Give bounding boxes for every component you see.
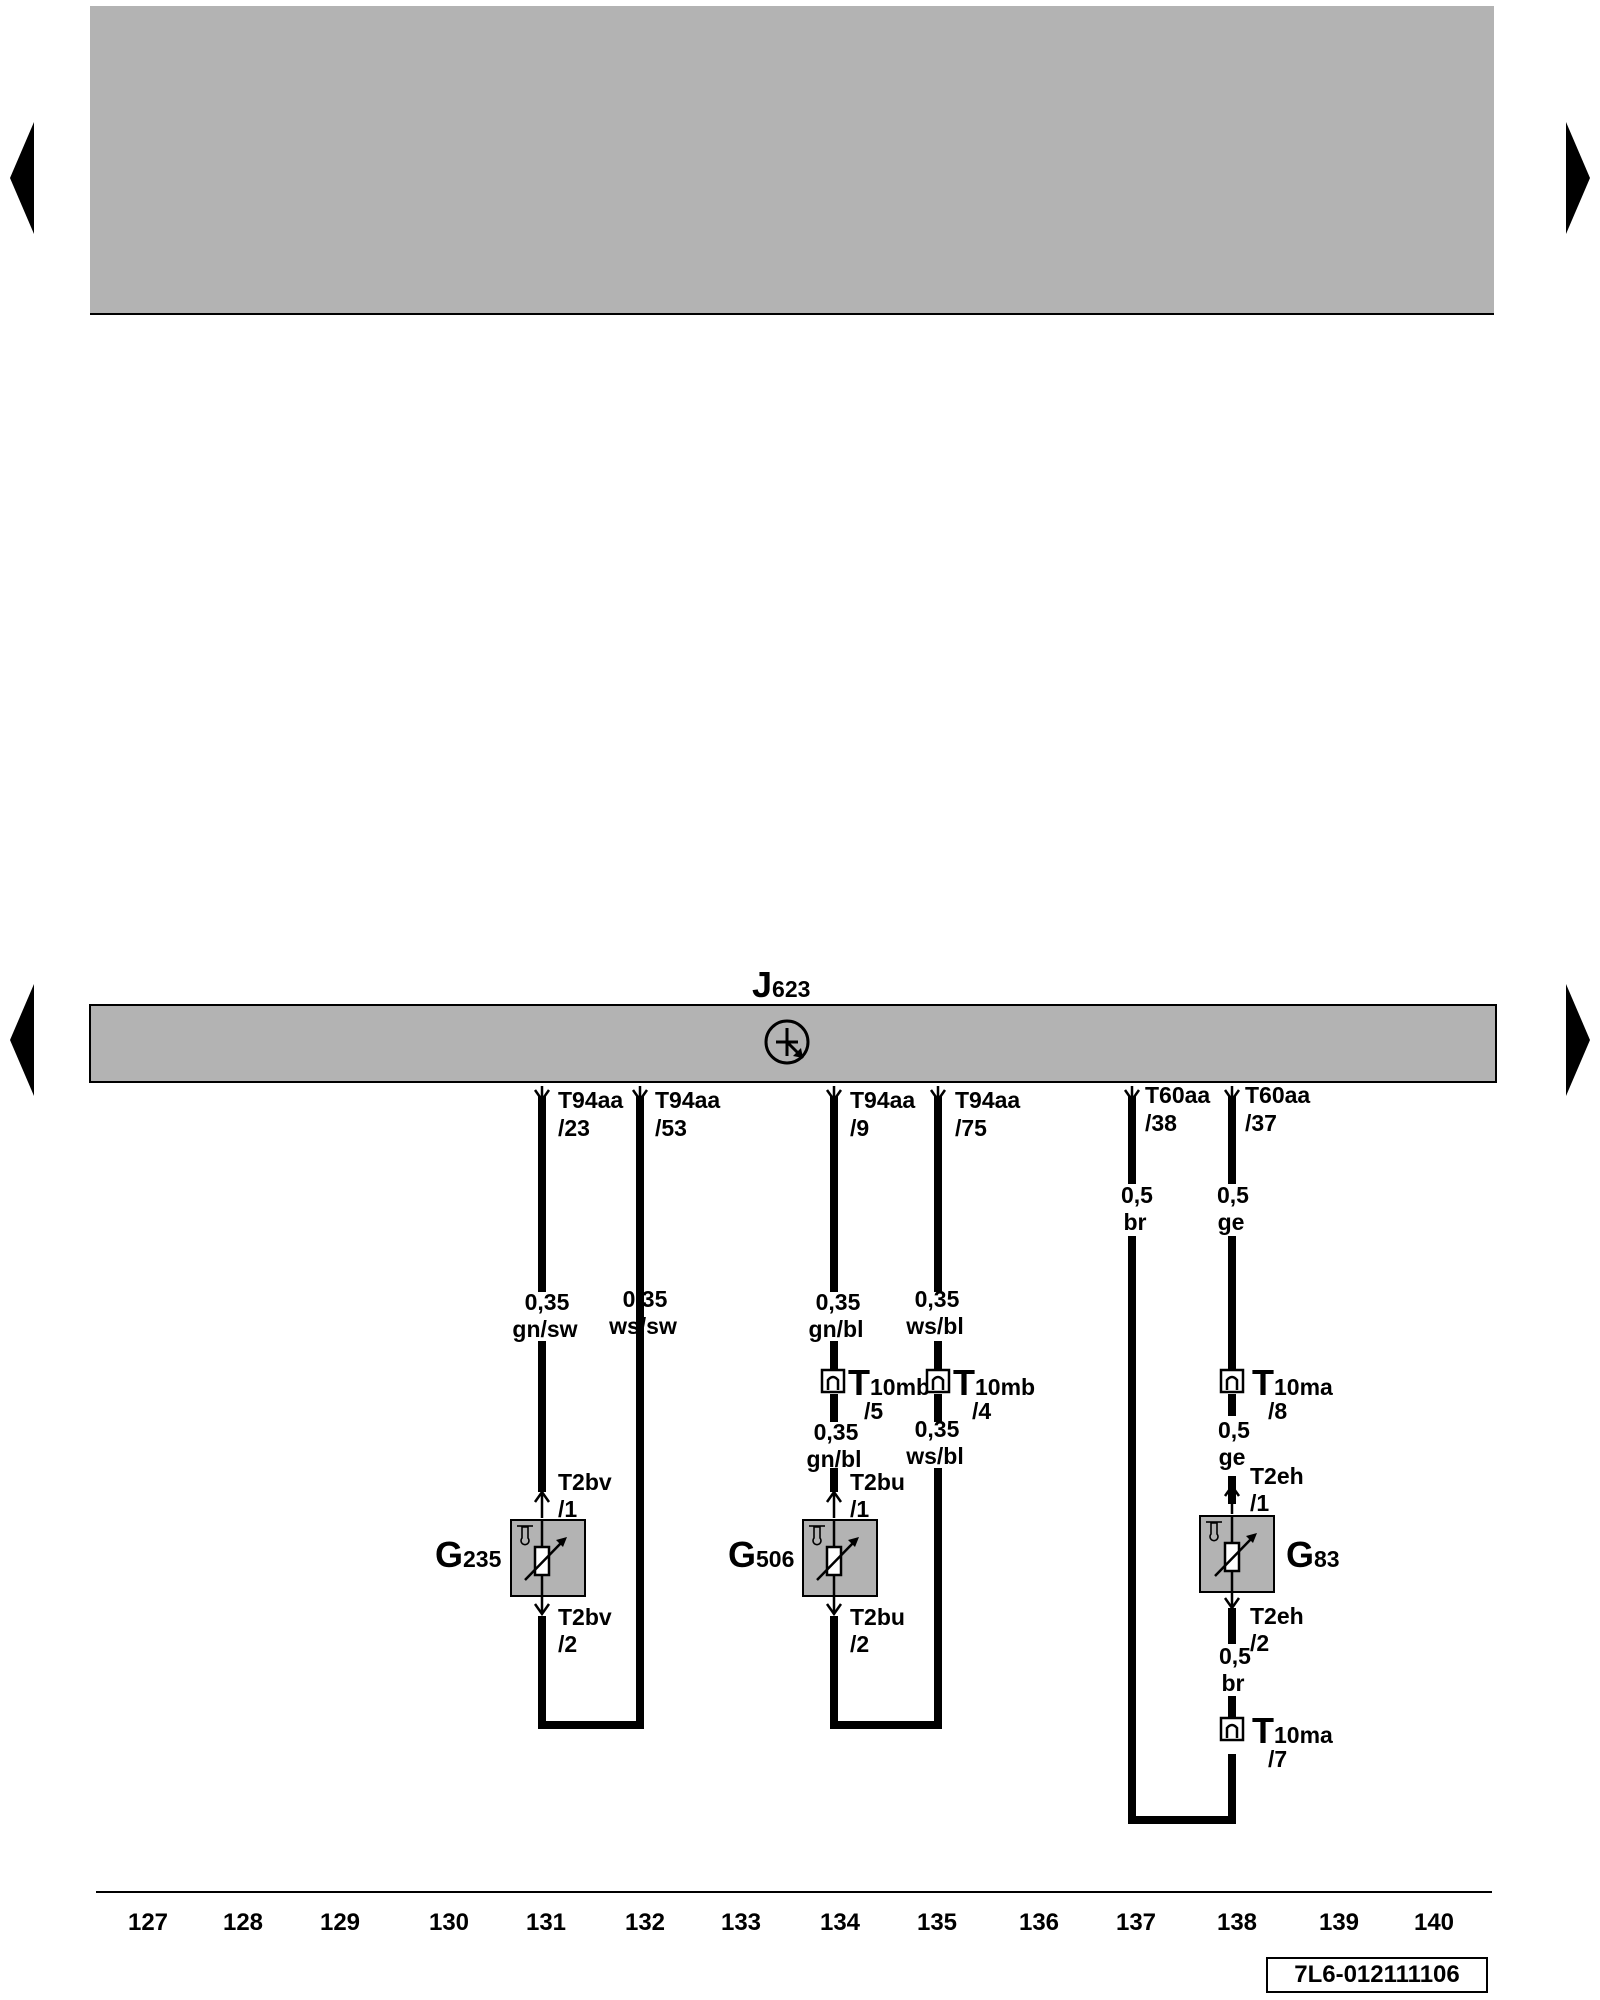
svg-text:/2: /2 — [850, 1631, 869, 1657]
svg-text:/4: /4 — [972, 1398, 991, 1424]
svg-text:/1: /1 — [558, 1496, 577, 1522]
terminal-label: T94aa — [850, 1087, 915, 1113]
terminal-pin: /23 — [558, 1115, 590, 1141]
wire-color-label: ge — [1219, 1444, 1246, 1470]
prev-page-arrow-icon[interactable] — [10, 122, 34, 234]
terminal-pin: /9 — [850, 1115, 869, 1141]
svg-text:T10mb: T10mb — [848, 1362, 930, 1403]
track-number: 131 — [526, 1909, 566, 1936]
track-number: 139 — [1319, 1909, 1359, 1936]
sensor-g506: T2bu /1 T2bu /2 G506 — [728, 1469, 905, 1657]
control-unit-label: J623 — [752, 964, 810, 1005]
svg-text:/2: /2 — [558, 1631, 577, 1657]
terminal-arrows — [533, 1086, 1241, 1103]
track-number: 130 — [429, 1909, 469, 1936]
svg-text:G83: G83 — [1286, 1534, 1340, 1575]
wire-size-label: 0,5 — [1121, 1182, 1153, 1208]
wire-color-label: br — [1222, 1670, 1245, 1696]
wire-size-label: 0,35 — [915, 1416, 960, 1442]
wire-size-label: 0,35 — [814, 1419, 859, 1445]
track-number: 128 — [223, 1909, 263, 1936]
svg-text:G506: G506 — [728, 1534, 794, 1575]
track-number: 133 — [721, 1909, 761, 1936]
temperature-icon — [809, 1525, 825, 1546]
wire-size-label: 0,35 — [525, 1289, 570, 1315]
svg-text:/5: /5 — [864, 1398, 883, 1424]
electronic-control-icon — [764, 1019, 810, 1065]
connector-t10mb-5: T10mb /5 — [820, 1362, 930, 1424]
track-number: 140 — [1414, 1909, 1454, 1936]
terminal-pin: /75 — [955, 1115, 987, 1141]
document-number: 7L6-012111106 — [1266, 1957, 1488, 1993]
track-number: 129 — [320, 1909, 360, 1936]
svg-text:T2bu: T2bu — [850, 1604, 905, 1630]
wire-track-134-lower — [830, 1468, 942, 1729]
wire-color-label: gn/bl — [807, 1446, 862, 1472]
track-number: 127 — [128, 1909, 168, 1936]
current-track-numbers: 127 128 129 130 131 132 133 134 135 136 … — [128, 1909, 1454, 1936]
next-page-arrow-icon[interactable] — [1566, 122, 1590, 234]
wire-size-label: 0,5 — [1217, 1182, 1249, 1208]
wire-size-label: 0,35 — [915, 1286, 960, 1312]
wire-size-label: 0,5 — [1218, 1417, 1250, 1443]
wire-track-131-lower — [538, 1096, 644, 1729]
svg-text:T2eh: T2eh — [1250, 1603, 1304, 1629]
wire-color-label: gn/sw — [512, 1316, 577, 1342]
svg-text:/1: /1 — [1250, 1490, 1269, 1516]
wire-color-label: br — [1124, 1209, 1147, 1235]
temperature-icon — [1206, 1521, 1222, 1542]
svg-text:T2bv: T2bv — [558, 1469, 612, 1495]
svg-text:T2eh: T2eh — [1250, 1463, 1304, 1489]
terminal-label: T94aa — [955, 1087, 1020, 1113]
terminal-label: T94aa — [655, 1087, 720, 1113]
svg-text:/8: /8 — [1268, 1398, 1287, 1424]
track-number: 136 — [1019, 1909, 1059, 1936]
track-number: 137 — [1116, 1909, 1156, 1936]
wire-set — [538, 1096, 1236, 1824]
track-number: 138 — [1217, 1909, 1257, 1936]
track-number: 134 — [820, 1909, 861, 1936]
svg-text:T10ma: T10ma — [1252, 1362, 1333, 1403]
wire-track-137-lower — [1128, 1236, 1236, 1824]
terminal-pin: /38 — [1145, 1110, 1177, 1136]
track-number: 135 — [917, 1909, 957, 1936]
wire-color-label: ge — [1218, 1209, 1245, 1235]
terminal-label: T60aa — [1145, 1082, 1210, 1108]
terminal-label: T60aa — [1245, 1082, 1310, 1108]
connector-t10ma-8: T10ma /8 — [1219, 1362, 1333, 1424]
wire-color-label: ws/bl — [905, 1443, 964, 1469]
svg-text:T10mb: T10mb — [953, 1362, 1035, 1403]
temperature-icon — [517, 1525, 533, 1546]
connector-t10mb-4: T10mb /4 — [925, 1362, 1035, 1424]
svg-text:T2bu: T2bu — [850, 1469, 905, 1495]
terminal-label: T94aa — [558, 1087, 623, 1113]
wire-color-label: gn/bl — [809, 1316, 864, 1342]
wire-color-label: ws/bl — [905, 1313, 964, 1339]
svg-text:/2: /2 — [1250, 1630, 1269, 1656]
svg-text:G235: G235 — [435, 1534, 502, 1575]
wire-size-label: 0,5 — [1219, 1643, 1251, 1669]
wire-size-label: 0,35 — [623, 1286, 668, 1312]
sensor-g83: T2eh /1 T2eh /2 G83 — [1199, 1463, 1340, 1656]
svg-text:T2bv: T2bv — [558, 1604, 612, 1630]
next-page-arrow-icon[interactable] — [1566, 984, 1590, 1096]
svg-text:/1: /1 — [850, 1496, 869, 1522]
connector-t10ma-7: T10ma /7 — [1219, 1710, 1333, 1772]
terminal-pin: /53 — [655, 1115, 687, 1141]
wire-size-label: 0,35 — [816, 1289, 861, 1315]
prev-page-arrow-icon[interactable] — [10, 984, 34, 1096]
terminal-pin: /37 — [1245, 1110, 1277, 1136]
sensor-g235: T2bv /1 T2bv /2 G235 — [435, 1469, 612, 1657]
wire-color-label: ws/sw — [608, 1313, 677, 1339]
upper-component-panel — [90, 6, 1494, 314]
svg-text:T10ma: T10ma — [1252, 1710, 1333, 1751]
track-number: 132 — [625, 1909, 665, 1936]
svg-text:/7: /7 — [1268, 1746, 1287, 1772]
